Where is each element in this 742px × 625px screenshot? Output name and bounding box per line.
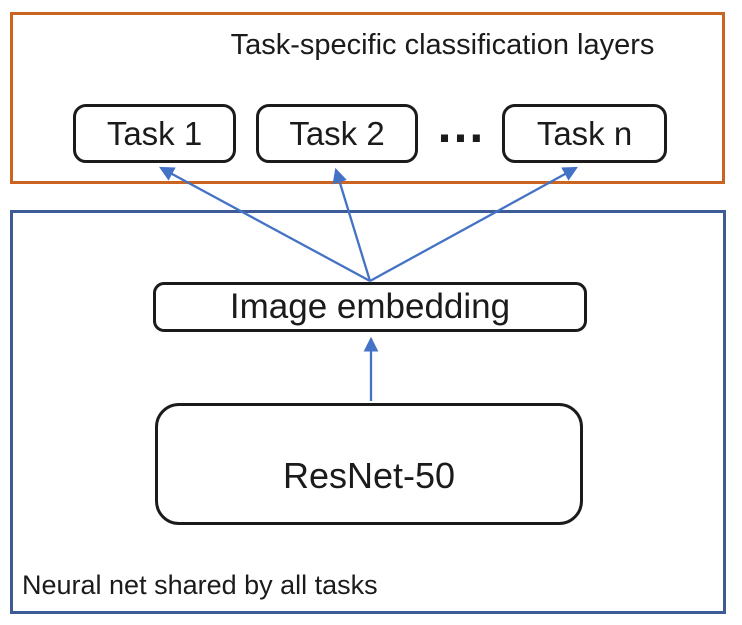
resnet-50-box: ResNet-50 [155,403,583,525]
task-n-label: Task n [536,114,633,152]
task-n-box: Task n [502,104,667,163]
task-1-box: Task 1 [73,104,236,163]
task-layers-group-title: Task-specific classification layers [230,29,655,61]
task-1-label: Task 1 [106,114,203,152]
task-2-box: Task 2 [256,104,418,163]
tasks-ellipsis: … [435,97,487,153]
resnet-50-label: ResNet-50 [282,455,456,496]
shared-net-caption: Neural net shared by all tasks [22,570,378,600]
image-embedding-label: Image embedding [229,287,511,326]
image-embedding-box: Image embedding [153,282,587,332]
task-2-label: Task 2 [289,114,385,152]
